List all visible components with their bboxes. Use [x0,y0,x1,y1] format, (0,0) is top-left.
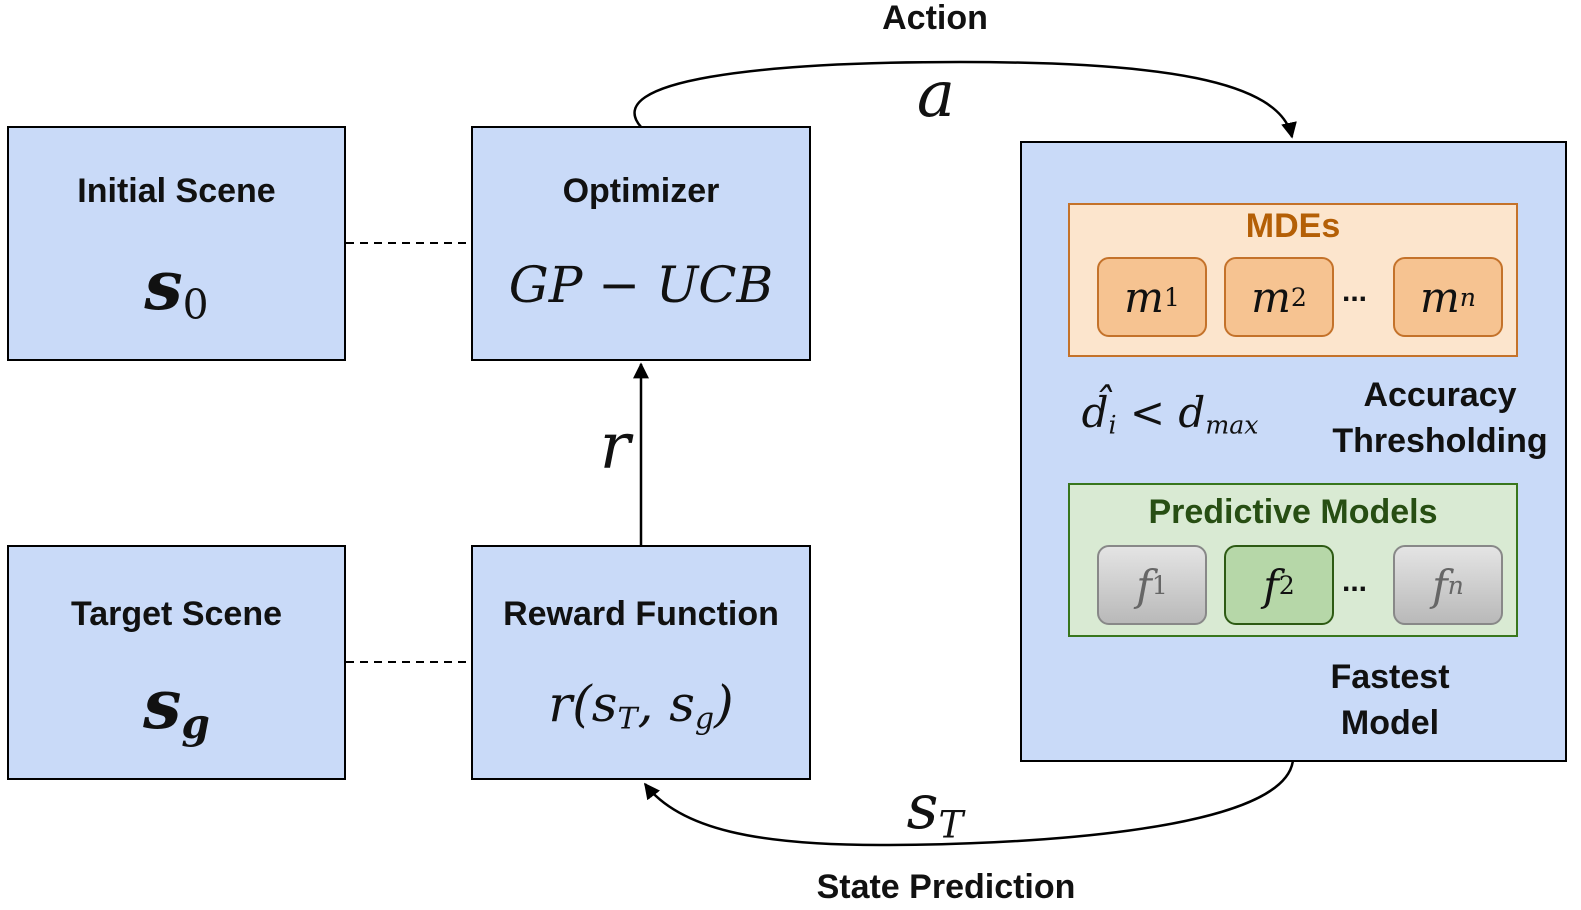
reward-function-box: Reward Function r(sT, sg) [471,545,811,780]
mde-ellipsis: ... [1342,275,1368,308]
optimizer-box: Optimizer GP − UCB [471,126,811,361]
target-scene-box: Target Scene sg [7,545,346,780]
fastest-label-line1: Fastest [1330,658,1450,696]
model-ellipsis: ... [1342,565,1368,598]
action-label: Action [882,0,988,37]
fastest-label-line2: Model [1340,704,1440,742]
state-prediction-label: State Prediction [816,868,1076,906]
accuracy-label-line1: Accuracy [1363,376,1517,414]
state-prediction-arrow [644,759,1295,847]
mdes-title: MDEs [1245,207,1341,245]
accuracy-label-line2: Thresholding [1332,422,1548,460]
target-scene-title: Target Scene [70,595,282,633]
predictive-models-title: Predictive Models [1148,493,1438,531]
fastest-model-label: Fastest Model [1290,654,1490,746]
reward-formula: r(sT, sg) [548,675,734,737]
optimizer-title: Optimizer [562,172,720,210]
initial-scene-symbol: s0 [144,246,209,330]
threshold-formula: d̂i < dmax [1081,388,1259,440]
reward-function-title: Reward Function [503,595,779,633]
initial-scene-title: Initial Scene [77,172,276,210]
initial-scene-box: Initial Scene s0 [7,126,346,361]
action-symbol: a [916,58,956,132]
state-symbol: sT [906,770,964,847]
target-scene-symbol: sg [143,665,210,749]
action-arrow [633,60,1297,139]
accuracy-thresholding-label: Accuracy Thresholding [1330,372,1550,464]
reward-symbol: r [599,410,631,484]
optimizer-formula: GP − UCB [508,256,774,314]
